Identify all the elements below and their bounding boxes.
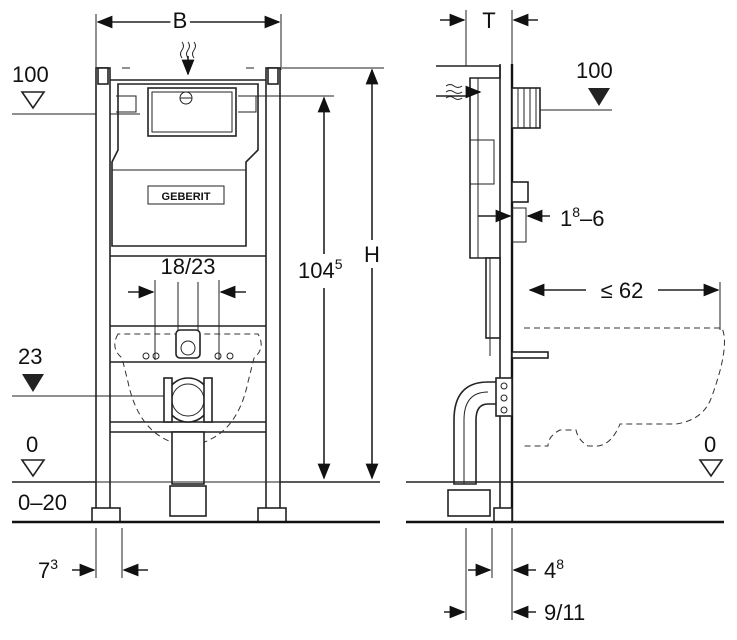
offset-a-superscript: 8 <box>556 556 564 572</box>
dimension-wall-thickness: 18–6 <box>478 181 605 243</box>
dimension-leg-offset: 73 <box>38 528 148 583</box>
projection-label: ≤ 62 <box>601 278 644 303</box>
side-frame <box>436 65 501 356</box>
floor-range-label: 0–20 <box>18 490 67 515</box>
level-filled-triangle-icon <box>588 88 610 106</box>
leg-offset-superscript: 3 <box>50 556 58 572</box>
level-filled-triangle-icon <box>22 374 44 392</box>
svg-text:18–6: 18–6 <box>560 204 605 231</box>
water-supply-icon <box>180 41 196 59</box>
wall-thickness-b: –6 <box>580 206 604 231</box>
flush-plate-side <box>511 87 541 129</box>
dimension-h: H <box>282 67 386 480</box>
frame-left-upright <box>91 67 121 523</box>
dimension-projection: ≤ 62 <box>528 274 721 330</box>
offset-a-value: 4 <box>544 558 556 583</box>
level-floor-label: 0 <box>26 432 38 457</box>
leg-offset-value: 7 <box>38 558 50 583</box>
level-marker-top: 100 <box>12 62 140 115</box>
level-triangle-icon <box>698 459 724 478</box>
front-view: B 100 <box>12 4 386 583</box>
water-supply-icon <box>445 84 463 100</box>
side-view: T 100 <box>406 8 725 625</box>
level-triangle-icon <box>20 459 46 478</box>
dimension-t: T <box>440 8 538 66</box>
offset-b-label: 9/11 <box>544 600 585 625</box>
brand-label: GEBERIT <box>162 191 211 203</box>
dimension-b: B <box>95 4 282 70</box>
svg-text:1045: 1045 <box>298 256 343 283</box>
cistern: GEBERIT <box>111 41 259 247</box>
level-marker-top-side: 100 <box>540 58 613 111</box>
spacing-label: 18/23 <box>160 254 215 279</box>
outlet-pipe <box>163 377 213 517</box>
depth-label: T <box>482 8 495 33</box>
dimension-4-8: 48 <box>465 528 564 620</box>
width-label: B <box>173 8 188 33</box>
svg-text:48: 48 <box>544 556 564 583</box>
height-total-value: 104 <box>298 258 335 283</box>
height-label: H <box>364 242 380 267</box>
wc-pan-outline <box>511 327 725 447</box>
wall-thickness-superscript: 8 <box>572 204 580 220</box>
height-total-superscript: 5 <box>335 256 343 272</box>
dimension-18-23: 18/23 <box>128 254 246 360</box>
level-triangle-icon <box>20 91 46 110</box>
level-mid-label: 23 <box>18 344 42 369</box>
svg-text:73: 73 <box>38 556 58 583</box>
level-floor-side-label: 0 <box>704 432 716 457</box>
outlet-bend-side <box>447 377 513 517</box>
level-marker-mid: 23 <box>12 344 164 397</box>
flush-plate <box>147 87 237 137</box>
bolt-connectors <box>142 329 234 360</box>
level-marker-floor-side: 0 <box>698 432 724 478</box>
dimension-9-11: 9/11 <box>444 600 585 625</box>
level-top-side-label: 100 <box>576 58 613 83</box>
wall-thickness-a: 1 <box>560 206 572 231</box>
level-top-label: 100 <box>12 62 49 87</box>
frame-right-upright <box>257 67 287 523</box>
dimension-104: 1045 <box>240 95 356 480</box>
